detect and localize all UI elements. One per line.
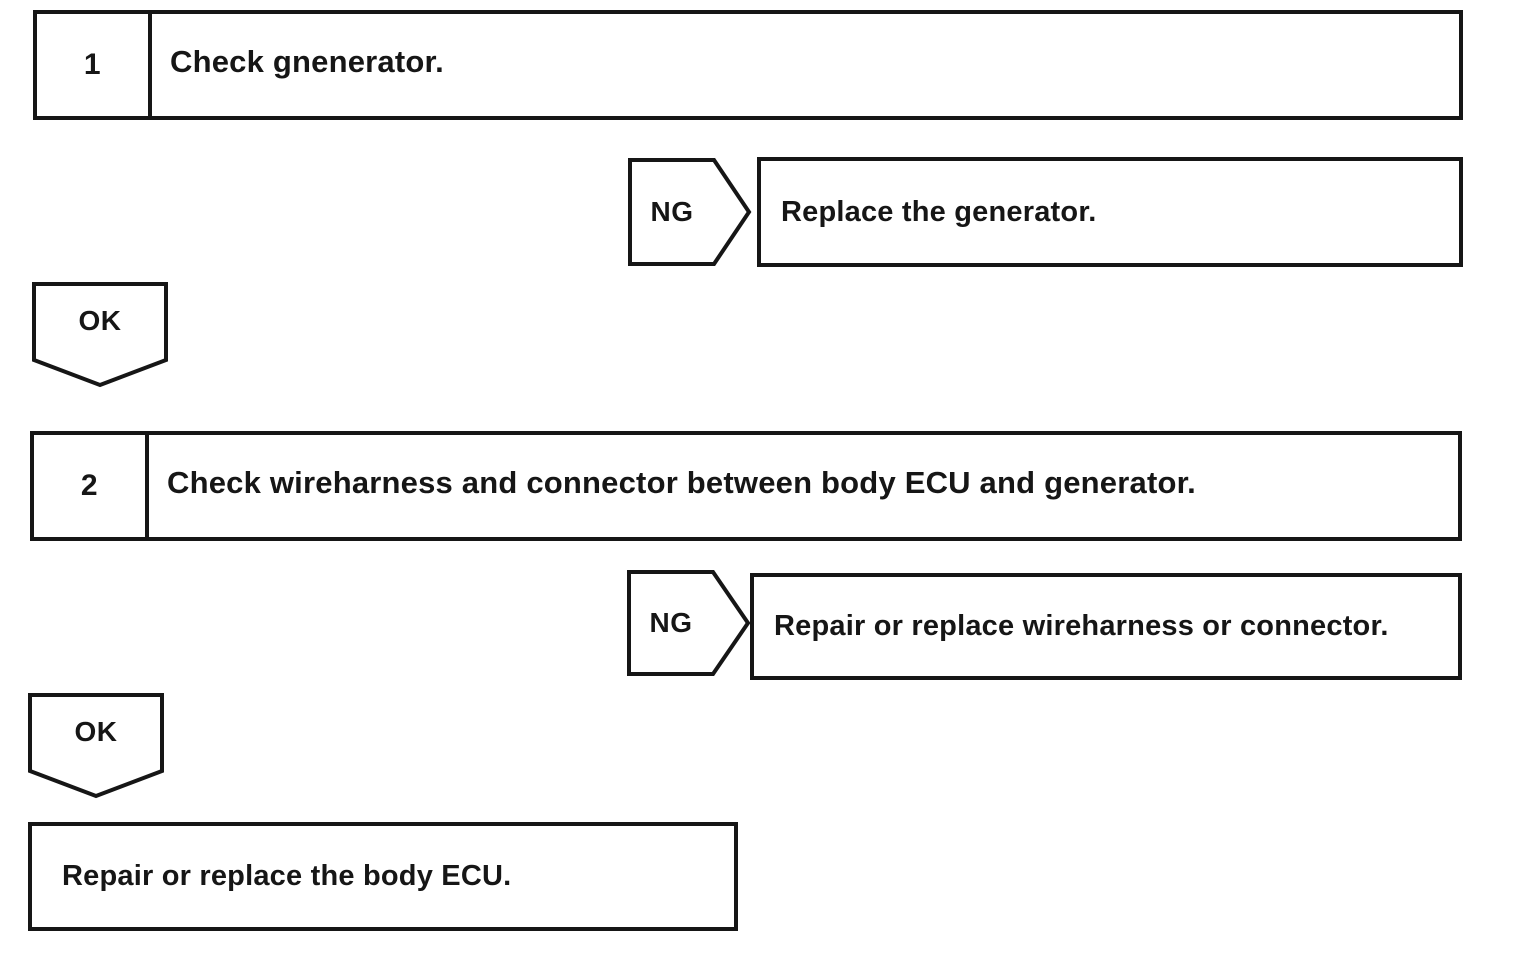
action-replace-generator-box: Replace the generator. xyxy=(757,157,1463,267)
ng-connector-1: NG xyxy=(628,158,752,266)
step-2-box: 2 Check wireharness and connector betwee… xyxy=(30,431,1462,541)
action-replace-generator-text: Replace the generator. xyxy=(781,195,1097,228)
ng-label: NG xyxy=(649,607,693,638)
step-2-title: Check wireharness and connector between … xyxy=(167,465,1196,500)
ng-connector-2: NG xyxy=(627,570,751,676)
action-repair-wireharness-text: Repair or replace wireharness or connect… xyxy=(774,610,1389,642)
ng-arrow-icon xyxy=(628,158,752,266)
step-2-number: 2 xyxy=(34,435,149,537)
ok-arrow-icon xyxy=(32,282,168,388)
step-1-number: 1 xyxy=(37,14,152,116)
ok-connector-1: OK xyxy=(32,282,168,388)
step-1-title: Check gnenerator. xyxy=(170,44,444,79)
ok-label: OK xyxy=(78,305,122,336)
ok-arrow-icon xyxy=(28,693,164,799)
action-repair-body-ecu-text: Repair or replace the body ECU. xyxy=(62,860,512,892)
ng-label: NG xyxy=(650,196,694,227)
action-repair-body-ecu-box: Repair or replace the body ECU. xyxy=(28,822,738,931)
action-repair-wireharness-box: Repair or replace wireharness or connect… xyxy=(750,573,1462,680)
ok-connector-2: OK xyxy=(28,693,164,799)
ng-arrow-icon xyxy=(627,570,751,676)
ok-label: OK xyxy=(74,716,118,747)
step-1-box: 1 Check gnenerator. xyxy=(33,10,1463,120)
